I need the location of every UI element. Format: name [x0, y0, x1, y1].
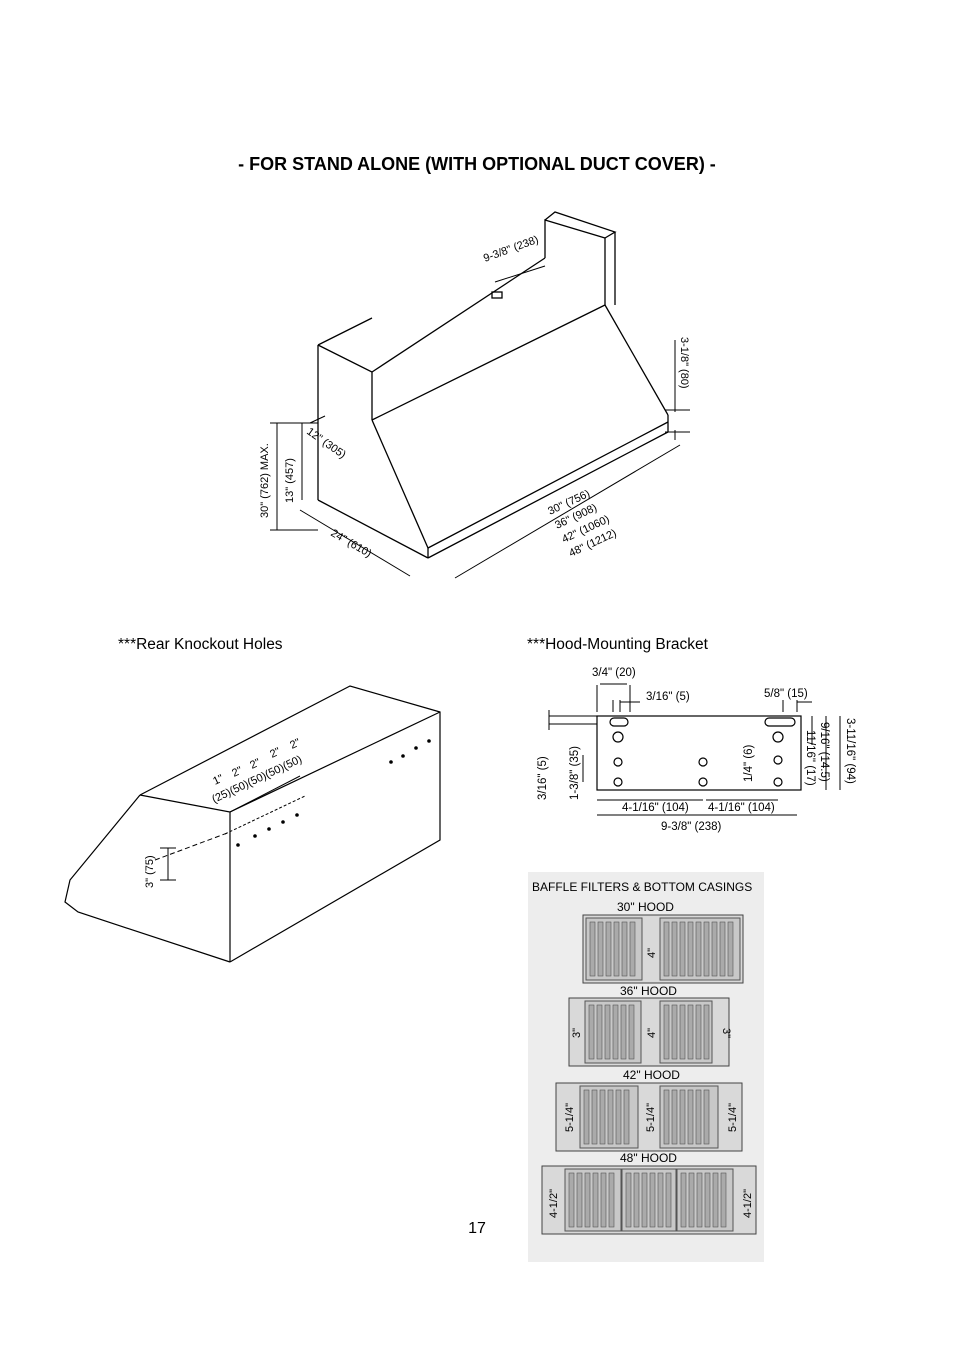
hood-36-side-left: 3" [571, 1028, 583, 1038]
hood-48-side-left: 4-1/2" [548, 1189, 560, 1218]
bracket-dim-g: 11/16" (17) [804, 730, 816, 786]
knockout-caption: ***Rear Knockout Holes [118, 636, 283, 653]
hood-42-center: 5-1/4" [645, 1103, 657, 1132]
hood-42-side-right: 5-1/4" [727, 1103, 739, 1132]
bracket-dim-k: 4-1/16" (104) [708, 802, 775, 814]
hood-42-label: 42" HOOD [623, 1068, 680, 1082]
bracket-caption: ***Hood-Mounting Bracket [527, 636, 708, 653]
hood-36-label: 36" HOOD [620, 984, 677, 998]
knockout-spacing-2: 2" [230, 765, 244, 780]
bracket-dim-i: 3-11/16" (94) [844, 718, 856, 784]
baffle-filters-diagram: BAFFLE FILTERS & BOTTOM CASINGS 30" HOOD… [528, 872, 764, 1262]
bracket-diagram: 3/4" (20) 3/16" (5) 5/8" (15) 3/16" (5) … [537, 667, 856, 833]
bracket-dim-f: 1/4" (6) [743, 745, 755, 782]
bracket-dim-c: 5/8" (15) [764, 688, 808, 700]
depth-label: 24" (610) [329, 527, 374, 560]
lip-height-label: 3-1/8" (80) [678, 337, 690, 389]
bracket-dim-a: 3/4" (20) [592, 667, 636, 679]
hood-36-side-right: 3" [720, 1028, 732, 1038]
hood-48-filters [541, 1165, 757, 1235]
max-height-label: 30" (762) MAX. [259, 443, 271, 518]
bracket-dim-h: 9/16" (14.5) [818, 722, 830, 782]
hood-30-filters [582, 914, 744, 984]
hood-30-label: 30" HOOD [617, 900, 674, 914]
hood-diagram: 9-3/8" (238) 3-1/8" (80) 12" (305) 30" (… [259, 211, 690, 579]
knockout-spacing-1: 1" [211, 773, 225, 788]
baffle-heading: BAFFLE FILTERS & BOTTOM CASINGS [532, 880, 752, 894]
hood-42-filters [555, 1082, 743, 1152]
hood-48-label: 48" HOOD [620, 1151, 677, 1165]
hood-36-center: 4" [646, 1028, 658, 1038]
duct-depth-label: 12" (305) [304, 426, 348, 462]
bracket-dim-b: 3/16" (5) [646, 691, 690, 703]
knockout-spacing-5: 2" [288, 737, 302, 752]
hood-36-filters [568, 997, 730, 1067]
hood-48-side-right: 4-1/2" [742, 1189, 754, 1218]
duct-width-label: 9-3/8" (238) [482, 234, 540, 265]
hood-30-center: 4" [646, 948, 658, 958]
bracket-dim-e: 1-3/8" (35) [569, 746, 581, 800]
knockout-vertical: 3" (75) [144, 855, 156, 888]
bracket-dim-d: 3/16" (5) [537, 756, 549, 800]
knockout-diagram: 1" 2" 2" 2" 2" (25)(50)(50)(50)(50) 3" (… [64, 685, 441, 963]
page-title: - FOR STAND ALONE (WITH OPTIONAL DUCT CO… [238, 154, 716, 174]
hood-height-label: 13" (457) [284, 458, 296, 503]
knockout-spacing-3: 2" [248, 757, 262, 772]
hood-42-side-left: 5-1/4" [564, 1103, 576, 1132]
bracket-dim-l: 9-3/8" (238) [661, 821, 722, 833]
bracket-dim-j: 4-1/16" (104) [622, 802, 689, 814]
knockout-spacing-4: 2" [268, 746, 282, 761]
page-number: 17 [468, 1220, 486, 1237]
